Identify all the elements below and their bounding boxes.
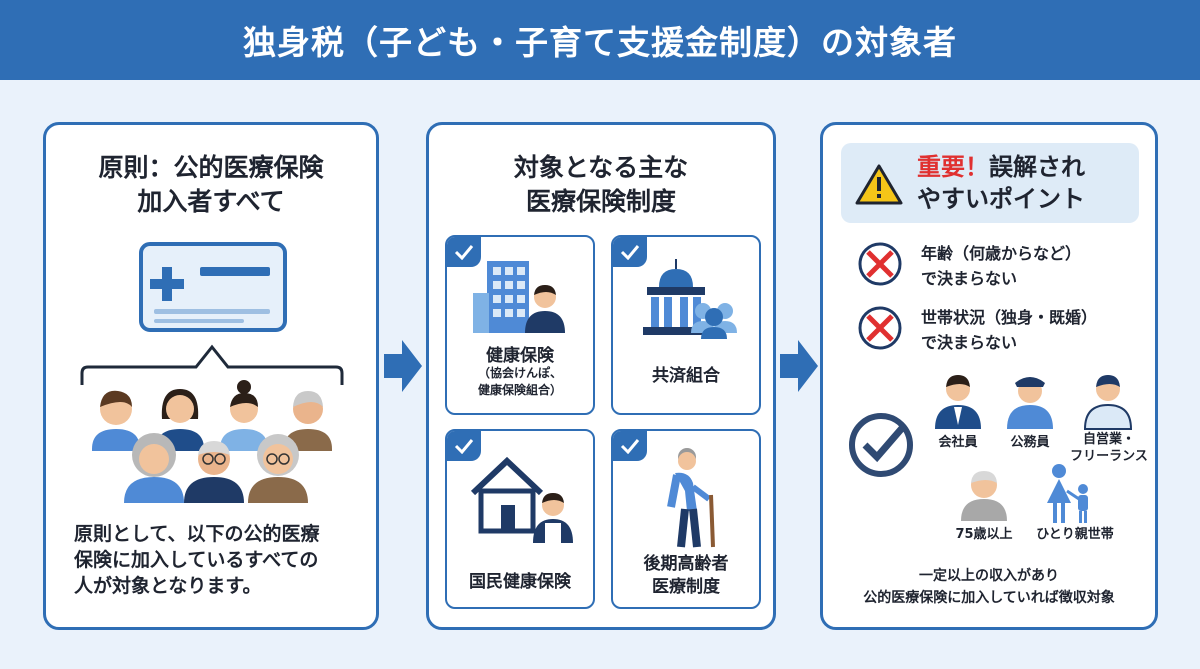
civil-servant-icon [1007, 377, 1053, 429]
card-late-elderly-label: 後期高齢者 医療制度 [643, 554, 729, 597]
card-national-health-insurance-label: 国民健康保険 [469, 572, 571, 592]
panel-important-points: 重要！誤解され やすいポイント 年齢（何歳からなど） で決まらない 世帯状況（独… [820, 122, 1158, 630]
person-label-single-parent: ひとり親世帯 [1036, 527, 1114, 542]
panel2-title: 対象となる主な 医療保険制度 [513, 153, 689, 216]
card-mutual-aid-label: 共済組合 [652, 366, 720, 386]
header-banner: 独身税（子ども・子育て支援金制度）の対象者 [0, 0, 1200, 80]
panel-insurance-systems: 対象となる主な 医療保険制度 健康保険 （協会けんぽ、 健康保険組合） [426, 122, 776, 630]
office-worker-icon [935, 375, 981, 429]
arrow-right-icon [780, 340, 818, 392]
check-icon [447, 237, 481, 267]
insurance-card-icon [139, 242, 287, 332]
warning-icon [855, 164, 903, 205]
office-building-icon [473, 261, 565, 333]
people-group-icon [92, 380, 332, 503]
card-late-elderly: 後期高齢者 医療制度 [611, 429, 761, 609]
card-health-insurance: 健康保険 （協会けんぽ、 健康保険組合） [445, 235, 595, 415]
panel1-title: 原則：公的医療保険 加入者すべて [98, 153, 324, 216]
card-health-insurance-note: （協会けんぽ、 健康保険組合） [477, 366, 562, 397]
alert-title: 重要！誤解され やすいポイント [917, 153, 1085, 213]
cross-icon [858, 242, 902, 286]
alert-box: 重要！誤解され やすいポイント [841, 143, 1139, 223]
card-health-insurance-label: 健康保険 [486, 346, 554, 366]
card-national-health-insurance: 国民健康保険 [445, 429, 595, 609]
card-mutual-aid: 共済組合 [611, 235, 761, 415]
senior-person-icon [961, 471, 1007, 521]
page-title: 独身税（子ども・子育て支援金制度）の対象者 [243, 23, 957, 62]
person-label-employee: 会社員 [938, 435, 978, 450]
person-label-freelancer: 自営業・ フリーランス [1070, 432, 1148, 464]
check-icon [447, 431, 481, 461]
house-person-icon [470, 456, 573, 543]
panel3-footer: 一定以上の収入があり 公的医療保険に加入していれば徴収対象 [863, 568, 1115, 606]
cross-icon [858, 306, 902, 350]
check-icon [613, 237, 647, 267]
panel1-body: 原則として、以下の公的医療 保険に加入しているすべての 人が対象となります。 [74, 523, 320, 597]
bracket-connector [80, 344, 344, 385]
person-label-senior: 75歳以上 [955, 527, 1013, 542]
person-label-civil-servant: 公務員 [1010, 435, 1050, 450]
point-age: 年齢（何歳からなど） で決まらない [921, 244, 1082, 288]
panel-principle: 原則：公的医療保険 加入者すべて [43, 122, 379, 630]
check-circle-icon [849, 413, 913, 477]
elderly-person-icon [667, 448, 715, 548]
check-icon [613, 431, 647, 461]
arrow-right-icon [384, 340, 422, 392]
government-building-icon [643, 259, 737, 339]
single-parent-icon [1047, 464, 1088, 523]
freelancer-icon [1083, 375, 1133, 430]
point-household: 世帯状況（独身・既婚） で決まらない [921, 308, 1098, 352]
